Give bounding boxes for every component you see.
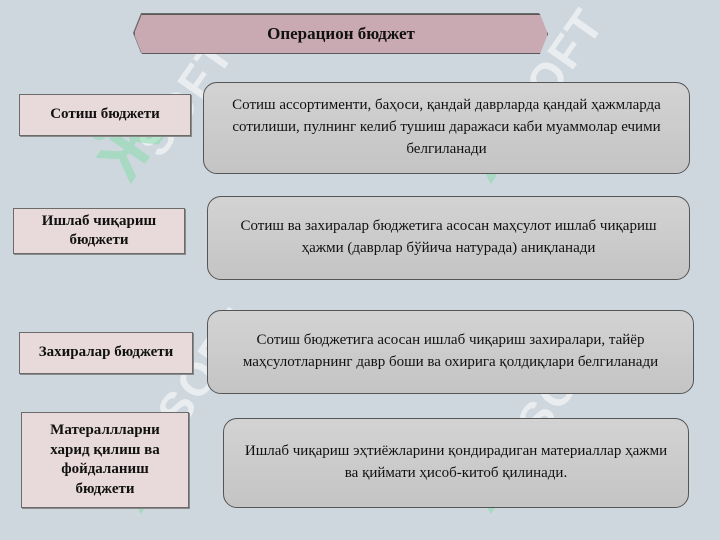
label-materials-budget: Матераллларни харид қилиш ва фойдаланиш … (21, 412, 189, 508)
label-production-budget: Ишлаб чиқариш бюджети (13, 208, 185, 254)
label-sales-budget: Сотиш бюджети (19, 94, 191, 136)
diagram-title: Операцион бюджет (134, 14, 548, 54)
description-materials-budget: Ишлаб чиқариш эҳтиёжларини қондирадиган … (223, 418, 689, 508)
description-sales-budget: Сотиш ассортименти, баҳоси, қандай даврл… (203, 82, 690, 174)
description-production-budget: Сотиш ва захиралар бюджетига асосан маҳс… (207, 196, 690, 280)
description-inventory-budget: Сотиш бюджетига асосан ишлаб чиқариш зах… (207, 310, 694, 394)
label-inventory-budget: Захиралар бюджети (19, 332, 193, 374)
